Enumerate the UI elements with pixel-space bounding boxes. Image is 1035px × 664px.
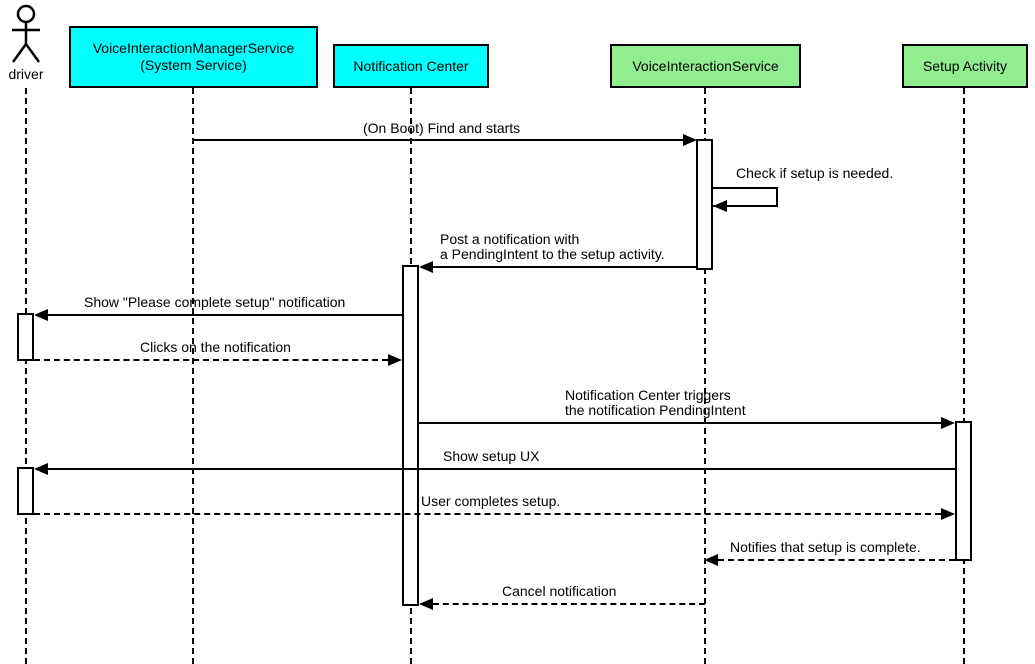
message-label: Show setup UX (443, 448, 540, 464)
message-label: Clicks on the notification (140, 339, 291, 355)
lifeline-driver (25, 88, 27, 664)
activation-voiceinteractionservice (696, 139, 713, 270)
message-line-cancel-notification (433, 603, 705, 605)
participant-voiceinteractionservice: VoiceInteractionService (610, 44, 801, 88)
message-label: User completes setup. (421, 493, 561, 509)
message-line-post-notification (433, 266, 697, 268)
arrowhead-right-icon (941, 508, 955, 520)
participant-voiceinteractionmanagerservice: VoiceInteractionManagerService (System S… (69, 26, 318, 88)
message-line-show-setup-notification (48, 314, 402, 316)
participant-setup-activity: Setup Activity (902, 44, 1028, 88)
lifeline-setup-activity (963, 88, 965, 664)
message-label: Notification Center triggers the notific… (565, 387, 746, 418)
message-label: Check if setup is needed. (736, 165, 894, 181)
lifeline-voiceinteractionmanagerservice (192, 88, 194, 664)
message-line-clicks-notification (34, 359, 388, 361)
arrowhead-left-icon (713, 200, 727, 212)
arrowhead-right-icon (683, 134, 697, 146)
activation-notification-center (402, 265, 419, 606)
message-line-show-setup-ux (48, 468, 955, 470)
arrowhead-left-icon (704, 554, 718, 566)
arrowhead-left-icon (419, 261, 433, 273)
message-label: Cancel notification (502, 583, 617, 599)
message-label: Post a notification with a PendingIntent… (440, 231, 665, 262)
activation-driver-2 (17, 467, 34, 515)
lifeline-voiceinteractionservice (704, 88, 706, 664)
message-label: Show "Please complete setup" notificatio… (84, 294, 346, 310)
activation-driver-1 (17, 313, 34, 361)
participant-notification-center: Notification Center (333, 44, 489, 88)
message-self-loop-check-setup (713, 187, 778, 207)
actor-icon (11, 4, 41, 63)
message-line-trigger-pendingintent (419, 422, 941, 424)
message-line-notifies-setup-complete (718, 559, 955, 561)
arrowhead-right-icon (388, 354, 402, 366)
arrowhead-right-icon (941, 417, 955, 429)
message-line-on-boot-find-and-starts (193, 139, 683, 141)
activation-setup-activity (955, 421, 972, 561)
actor-label: driver (8, 66, 44, 82)
message-label: Notifies that setup is complete. (730, 539, 921, 555)
arrowhead-left-icon (419, 598, 433, 610)
arrowhead-left-icon (34, 309, 48, 321)
message-label: (On Boot) Find and starts (363, 120, 521, 136)
arrowhead-left-icon (34, 463, 48, 475)
message-line-user-completes-setup (34, 513, 941, 515)
